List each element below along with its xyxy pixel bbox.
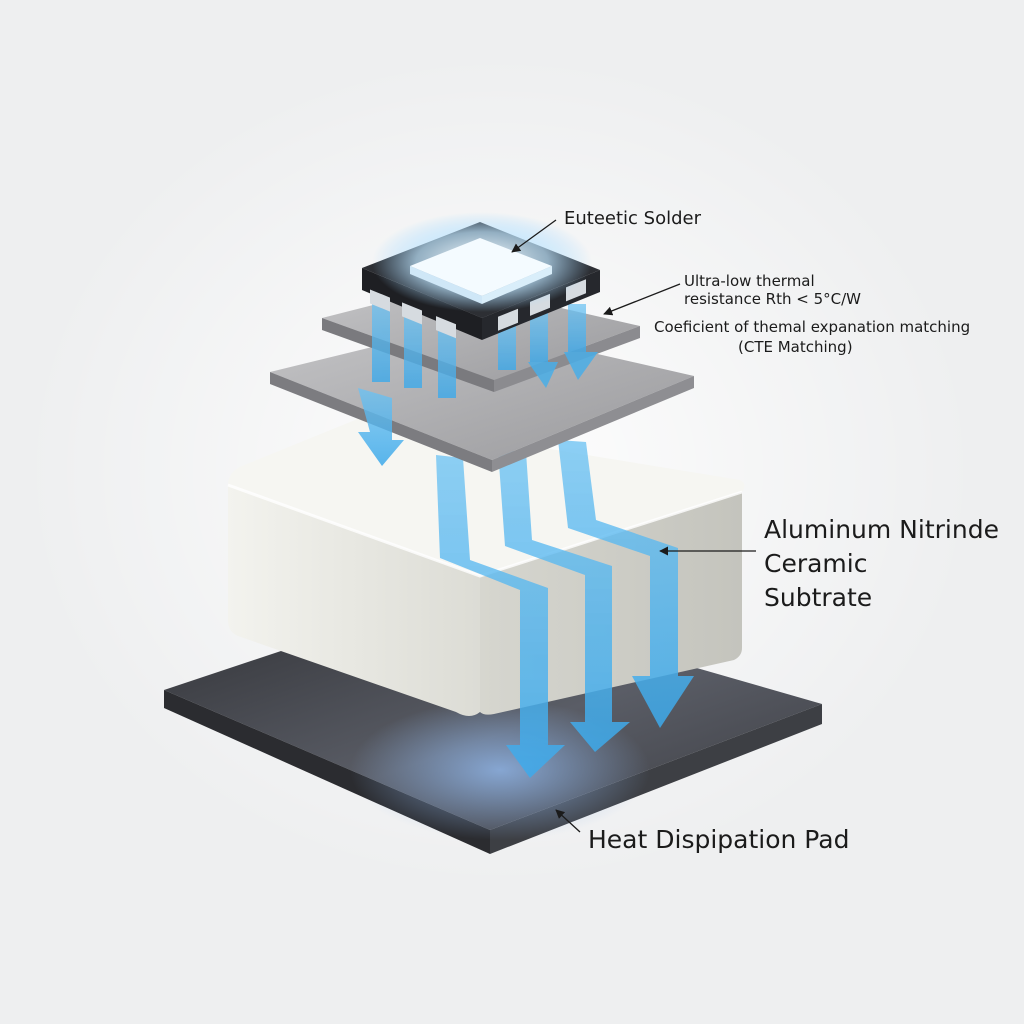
thermal-resistance-label-line2: resistance Rth < 5°C/W [684, 290, 861, 308]
heat-flow-arrows-left [358, 388, 404, 466]
leader-lines [511, 219, 756, 833]
lead-heat-streams [372, 300, 598, 398]
eutectic-solder-label: Euteetic Solder [564, 208, 702, 229]
aln-label-line3: Subtrate [764, 583, 872, 612]
heat-pad-label: Heat Dispipation Pad [588, 825, 849, 854]
cte-label-line1: Coeficient of themal expanation matching [654, 318, 970, 336]
aln-label-line2: Ceramic [764, 549, 867, 578]
chip-package [362, 212, 600, 340]
thermal-resistance-label-line1: Ultra-low thermal [684, 272, 815, 290]
aln-label-line1: Aluminum Nitrinde [764, 515, 999, 544]
heat-flow-streams [436, 440, 694, 778]
cte-label-line2: (CTE Matching) [738, 338, 853, 356]
